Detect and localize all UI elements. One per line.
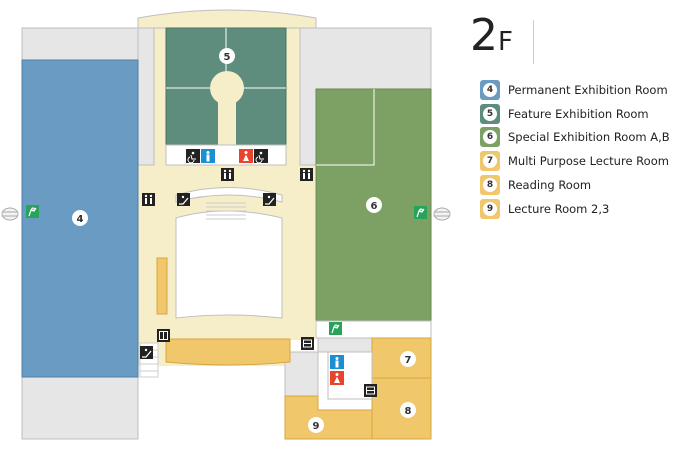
floor-title-divider [533, 20, 534, 64]
legend-label: Multi Purpose Lecture Room [508, 154, 669, 169]
room-legend: 4 Permanent Exhibition Room 5 Feature Exhib… [480, 78, 670, 221]
exit-icon [26, 205, 39, 218]
legend-item[interactable]: 6 Special Exhibition Room A,B [480, 126, 670, 150]
accessible-icon [254, 149, 268, 164]
room-6-divider [316, 89, 375, 166]
room-5-passage [218, 100, 236, 145]
south-lobby [165, 338, 291, 366]
floor-suffix: F [498, 27, 513, 57]
room-permanent-exhibition[interactable] [21, 59, 139, 378]
north-entrance-curve [137, 9, 317, 29]
floor-title: 2F [470, 14, 513, 58]
legend-color-swatch: 7 [480, 151, 500, 172]
escalator-icon [263, 193, 276, 206]
legend-label: Feature Exhibition Room [508, 106, 649, 121]
legend-number: 6 [483, 130, 497, 145]
restroom-pair-icon [300, 168, 313, 181]
locker-icon [364, 384, 377, 397]
wall-block-nw-inner [137, 27, 155, 166]
central-atrium [175, 210, 283, 319]
accessible-icon [186, 149, 200, 164]
wall-block-sw [21, 376, 139, 440]
display-case [156, 257, 168, 315]
legend-item[interactable]: 5 Feature Exhibition Room [480, 102, 670, 126]
svg-text:5: 5 [224, 52, 231, 63]
legend-item[interactable]: 9 Lecture Room 2,3 [480, 197, 670, 221]
legend-number: 9 [483, 201, 497, 216]
legend-label: Special Exhibition Room A,B [508, 130, 670, 145]
legend-label: Reading Room [508, 178, 592, 193]
restroom-pair-icon [221, 168, 234, 181]
room-lecture-2-3[interactable] [284, 395, 373, 440]
legend-item[interactable]: 4 Permanent Exhibition Room [480, 78, 670, 102]
legend-number: 7 [483, 154, 497, 169]
restroom-pair-icon [142, 193, 155, 206]
exit-icon [414, 206, 427, 219]
marker-room-4: 4 [72, 210, 88, 226]
svg-text:4: 4 [77, 214, 84, 225]
marker-room-6: 6 [366, 197, 382, 213]
marker-room-9: 9 [308, 417, 324, 433]
floor-number: 2 [470, 10, 498, 61]
svg-text:7: 7 [405, 355, 412, 366]
legend-number: 5 [483, 106, 497, 121]
door-east [433, 207, 451, 221]
svg-text:6: 6 [371, 201, 378, 212]
restroom-icon [201, 149, 215, 163]
atrium-upper-gallery [175, 187, 283, 203]
marker-room-8: 8 [400, 402, 416, 418]
marker-room-7: 7 [400, 351, 416, 367]
legend-color-swatch: 8 [480, 175, 500, 196]
locker-icon [301, 337, 314, 350]
marker-room-5: 5 [219, 48, 235, 64]
atrium-stairs [206, 202, 246, 220]
legend-label: Lecture Room 2,3 [508, 201, 610, 216]
legend-color-swatch: 6 [480, 127, 500, 148]
escalator-icon [177, 193, 190, 206]
legend-number: 8 [483, 178, 497, 193]
svg-text:8: 8 [405, 406, 412, 417]
exit-icon [329, 322, 342, 335]
restroom-icon [330, 371, 344, 385]
legend-color-swatch: 9 [480, 198, 500, 219]
door-west [1, 207, 19, 221]
restroom-icon [239, 149, 253, 163]
wall-block-nw [21, 27, 139, 61]
legend-color-swatch: 5 [480, 103, 500, 124]
legend-item[interactable]: 8 Reading Room [480, 173, 670, 197]
legend-color-swatch: 4 [480, 79, 500, 100]
legend-number: 4 [483, 82, 497, 97]
svg-text:9: 9 [313, 421, 320, 432]
legend-label: Permanent Exhibition Room [508, 82, 668, 97]
legend-item[interactable]: 7 Multi Purpose Lecture Room [480, 149, 670, 173]
elevator-icon [157, 329, 170, 342]
room-5-rotunda [210, 71, 244, 105]
escalator-icon [140, 346, 153, 359]
restroom-icon [330, 355, 344, 369]
